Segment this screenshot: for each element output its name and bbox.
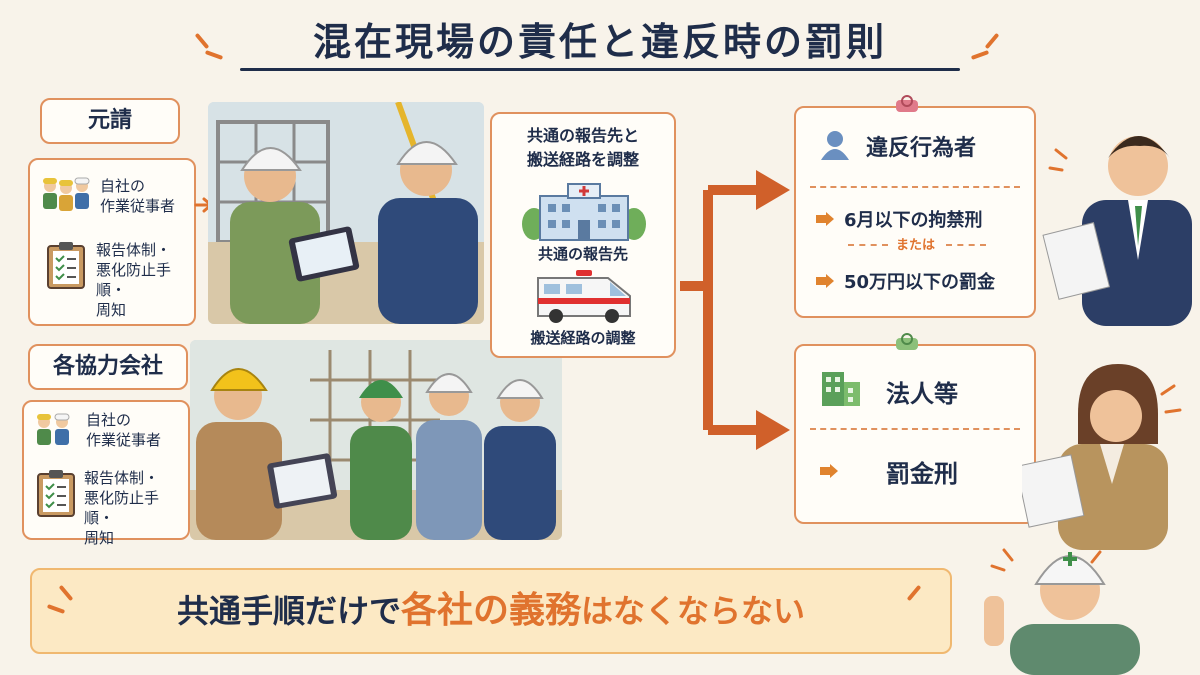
split-arrow-icon bbox=[680, 170, 790, 450]
subcontractors-info-card: 自社の 作業従事者 報告体制・ 悪化防止手順・ 周知 bbox=[22, 400, 190, 547]
page-title: 混在現場の責任と違反時の罰則 bbox=[312, 20, 887, 64]
ambulance-icon bbox=[537, 270, 631, 323]
hospital-icon bbox=[522, 183, 646, 241]
coordination-heading: 共通の報告先と 搬送経路を調整 bbox=[526, 126, 639, 169]
or-text: または bbox=[896, 238, 936, 253]
subcontractors-site-illustration bbox=[190, 340, 562, 540]
spark-icon bbox=[194, 32, 210, 50]
safety-officer-illustration bbox=[984, 548, 1140, 675]
spark-icon bbox=[984, 32, 1000, 50]
businesswoman-illustration bbox=[1022, 364, 1182, 550]
arrow-bullet-icon bbox=[816, 212, 834, 226]
divider bbox=[848, 244, 888, 246]
corporation-label: 法人等 bbox=[886, 380, 958, 408]
violator-label: 違反行為者 bbox=[866, 136, 977, 161]
construction-scene-image bbox=[208, 102, 484, 324]
coordination-card: 共通の報告先と 搬送経路を調整 共通の報告先 搬送経路の調整 bbox=[490, 112, 676, 358]
workers-icon bbox=[43, 177, 90, 211]
subcontractors-workers-label: 自社の 作業従事者 bbox=[86, 411, 162, 449]
footer-banner: 共通手順だけで各社の義務はなくならない bbox=[30, 568, 952, 654]
corporation-penalty: 罰金刑 bbox=[886, 460, 958, 488]
divider bbox=[810, 186, 1020, 188]
title-underline bbox=[240, 68, 960, 71]
subcontractors-system-label: 報告体制・ 悪化防止手順・ 周知 bbox=[84, 469, 160, 547]
corporation-card: 法人等 罰金刑 bbox=[794, 344, 1036, 524]
person-icon bbox=[821, 131, 849, 160]
footer-part-1: 共通手順だけで bbox=[176, 592, 401, 630]
hospital-label: 共通の報告先 bbox=[537, 245, 628, 263]
violator-penalty-2: 50万円以下の罰金 bbox=[844, 272, 996, 293]
construction-team-image bbox=[190, 340, 562, 540]
arrow-bullet-icon bbox=[816, 274, 834, 288]
subcontractors-label: 各協力会社 bbox=[28, 344, 188, 390]
spark-icon bbox=[970, 50, 990, 60]
footer-message: 共通手順だけで各社の義務はなくならない bbox=[32, 570, 950, 652]
building-icon bbox=[822, 372, 860, 406]
divider bbox=[946, 244, 986, 246]
prime-site-illustration bbox=[208, 102, 484, 324]
arrow-bullet-icon bbox=[820, 464, 838, 478]
violator-card: 違反行為者 6月以下の拘禁刑 または 50万円以下の罰金 bbox=[794, 106, 1036, 318]
prime-label: 元請 bbox=[40, 98, 180, 144]
workers-icon bbox=[37, 413, 70, 445]
prime-info-card: 自社の 作業従事者 報告体制・ 悪化防止手順・ 周知 bbox=[28, 158, 196, 326]
businessman-illustration bbox=[1042, 136, 1192, 326]
spark-icon bbox=[204, 50, 224, 60]
prime-workers-label: 自社の 作業従事者 bbox=[100, 177, 176, 215]
footer-part-3: はなくならない bbox=[581, 592, 806, 630]
pin-clip-icon bbox=[896, 95, 918, 112]
clipboard-icon bbox=[37, 470, 75, 517]
pin-clip-icon bbox=[896, 333, 918, 350]
clipboard-icon bbox=[47, 242, 85, 289]
violator-penalty-1: 6月以下の拘禁刑 bbox=[844, 210, 983, 231]
footer-part-2: 各社の義務 bbox=[400, 590, 581, 631]
ambulance-label: 搬送経路の調整 bbox=[530, 329, 636, 347]
prime-system-label: 報告体制・ 悪化防止手順・ 周知 bbox=[96, 241, 172, 319]
divider bbox=[810, 428, 1020, 430]
